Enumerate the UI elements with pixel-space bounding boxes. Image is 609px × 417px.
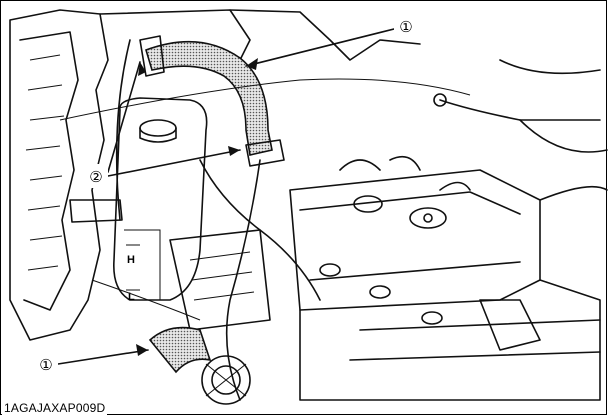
callout-label: ① — [39, 356, 52, 374]
alternator — [169, 229, 271, 405]
wiring-and-lines — [59, 39, 601, 401]
radiator-frame — [9, 9, 421, 341]
callout-label: ② — [89, 168, 102, 186]
lower-radiator-hose — [148, 326, 212, 374]
right-panel — [519, 119, 608, 201]
callout-2: ② — [84, 164, 108, 188]
figure-id-label: 1AGAJAXAP009D — [2, 401, 108, 415]
upper-radiator-hose — [139, 35, 285, 167]
callout-1-bottom: ① — [34, 352, 58, 376]
gauge-high-label: H — [127, 254, 135, 266]
callout-leaders — [57, 27, 399, 365]
gauge-low-label: L — [128, 291, 135, 303]
engine-block — [289, 155, 601, 401]
callout-label: ① — [399, 18, 412, 36]
callout-1-top: ① — [394, 14, 418, 38]
reserve-tank: H L — [69, 97, 208, 303]
